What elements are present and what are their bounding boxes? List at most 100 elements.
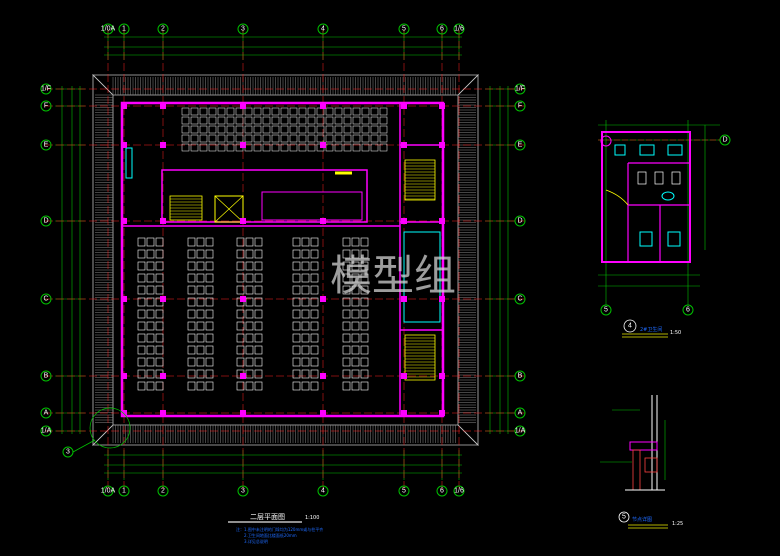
seat — [196, 333, 205, 343]
seat — [351, 297, 360, 307]
seat — [343, 134, 352, 143]
svg-text:5: 5 — [604, 307, 608, 314]
seat — [146, 369, 155, 379]
seat — [226, 134, 235, 143]
seat — [292, 369, 301, 379]
seat — [280, 143, 289, 152]
axis-bubble-col — [102, 23, 114, 35]
seat — [244, 125, 253, 134]
axis-bubble-row — [514, 139, 526, 151]
seat — [271, 125, 280, 134]
axis-bubble-col-label: 3 — [241, 488, 245, 495]
axis-bubble-row-label: D — [43, 218, 48, 225]
column — [160, 103, 166, 109]
column — [320, 296, 326, 302]
seat — [253, 116, 262, 125]
axis-bubble-row — [40, 425, 52, 437]
seat — [236, 357, 245, 367]
seat — [351, 321, 360, 331]
seat — [146, 321, 155, 331]
seat — [351, 237, 360, 247]
seat — [310, 261, 319, 271]
seat — [245, 369, 254, 379]
seat — [205, 333, 214, 343]
seat — [205, 285, 214, 295]
axis-bubble-row-label: E — [44, 142, 49, 149]
seat — [236, 309, 245, 319]
column — [320, 373, 326, 379]
axis-bubble-row — [514, 370, 526, 382]
detail-title: 2#卫生间 — [640, 326, 662, 333]
seat — [205, 297, 214, 307]
seat — [360, 297, 369, 307]
column — [240, 410, 246, 416]
seat — [289, 143, 298, 152]
elevator-shaft — [214, 195, 244, 223]
detail-title: 节点详图 — [632, 516, 652, 523]
axis-bubble-col-label: 5 — [402, 26, 406, 33]
column — [439, 103, 445, 109]
axis-bubble-row — [514, 407, 526, 419]
seat — [245, 261, 254, 271]
axis-bubble-row-label: D — [517, 218, 522, 225]
seat — [208, 134, 217, 143]
seat — [196, 345, 205, 355]
column — [320, 142, 326, 148]
seat — [310, 381, 319, 391]
seat — [379, 134, 388, 143]
seat — [199, 125, 208, 134]
seat — [146, 381, 155, 391]
seat — [155, 321, 164, 331]
plan-note: 2.卫生间地面比楼面低20mm — [244, 532, 297, 538]
column — [320, 103, 326, 109]
column — [240, 373, 246, 379]
seat — [292, 273, 301, 283]
seat — [205, 381, 214, 391]
axis-bubble-col-label: 5 — [402, 488, 406, 495]
axis-bubble-col — [317, 23, 329, 35]
seat — [298, 107, 307, 116]
seat — [342, 333, 351, 343]
axis-bubble-col-label: 4 — [321, 488, 325, 495]
axis-bubble-row-label: C — [517, 296, 522, 303]
seat — [301, 261, 310, 271]
seat — [254, 381, 263, 391]
detail-number: 4 — [628, 323, 632, 330]
seat — [289, 125, 298, 134]
axis-bubble-col — [398, 23, 410, 35]
seat — [187, 285, 196, 295]
seat — [245, 381, 254, 391]
seat — [334, 134, 343, 143]
toilet-room — [403, 231, 441, 323]
column — [121, 373, 127, 379]
seat — [342, 261, 351, 271]
column — [160, 410, 166, 416]
column — [160, 296, 166, 302]
seat — [292, 249, 301, 259]
seat — [245, 249, 254, 259]
seat — [244, 134, 253, 143]
seat — [280, 107, 289, 116]
seat — [310, 309, 319, 319]
seat — [262, 125, 271, 134]
seat — [352, 116, 361, 125]
seat — [217, 116, 226, 125]
seat — [137, 297, 146, 307]
seat — [205, 249, 214, 259]
seat — [262, 134, 271, 143]
seat — [342, 249, 351, 259]
seat — [187, 369, 196, 379]
seat — [289, 134, 298, 143]
axis-bubble-row-label: F — [518, 103, 522, 110]
seat — [360, 333, 369, 343]
basin-icon — [639, 144, 655, 156]
seat — [181, 134, 190, 143]
seat — [342, 297, 351, 307]
seat — [190, 134, 199, 143]
seat — [379, 143, 388, 152]
seat — [187, 249, 196, 259]
stairs — [169, 159, 436, 381]
axis-bubble-col — [157, 23, 169, 35]
seat — [292, 321, 301, 331]
seat — [181, 116, 190, 125]
